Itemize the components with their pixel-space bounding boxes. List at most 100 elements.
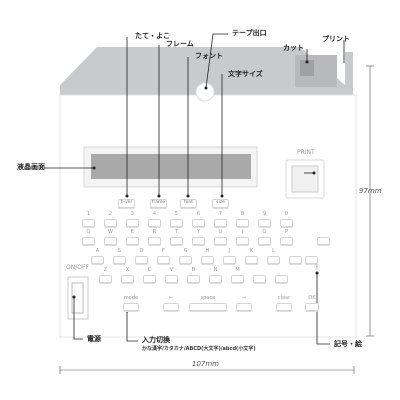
label-power: 電源 <box>87 335 101 343</box>
lcd-screen <box>91 154 251 179</box>
key-v[interactable] <box>165 275 178 283</box>
callout-lines <box>44 33 345 345</box>
symbol-key-icon: Ⓑ <box>314 265 320 271</box>
key-legend: P <box>284 229 288 235</box>
key-9[interactable] <box>258 219 271 227</box>
key-space[interactable] <box>189 303 227 311</box>
label-moji-size: 文字サイズ <box>228 70 263 78</box>
onoff-switch-inner <box>71 282 84 314</box>
key-6[interactable] <box>192 219 205 227</box>
key-c[interactable] <box>143 275 156 283</box>
key-l[interactable] <box>267 256 280 264</box>
key-legend: F <box>162 248 165 254</box>
key-legend: 9 <box>262 211 267 217</box>
key-legend: O <box>262 229 267 235</box>
key-legend: 3 <box>130 211 135 217</box>
key-m[interactable] <box>231 275 244 283</box>
label-lcd: 液晶画面 <box>17 163 45 171</box>
key-legend: V <box>169 267 174 273</box>
key-legend: 0 <box>284 211 289 217</box>
func-button-label: size <box>216 200 225 205</box>
key-h[interactable] <box>201 256 214 264</box>
func-button-hver[interactable] <box>118 199 135 208</box>
key-k[interactable] <box>245 256 258 264</box>
key-b[interactable] <box>187 275 200 283</box>
key-legend: ← <box>168 295 174 301</box>
key-legend: I <box>241 229 244 235</box>
key-ok[interactable] <box>305 303 319 311</box>
key-legend: C <box>147 267 152 273</box>
key-n[interactable] <box>209 275 222 283</box>
key-r3-7[interactable] <box>253 275 266 283</box>
key-legend: E <box>130 229 135 235</box>
key-left-arrow[interactable] <box>163 303 179 311</box>
func-button-frame[interactable] <box>150 199 167 208</box>
label-input-switch-sub: かな漢字/カタカナ/ABCD(大文字)/abcd(小文字) <box>142 346 256 352</box>
key-row2-extra[interactable] <box>317 237 330 245</box>
key-legend: clear <box>277 295 291 301</box>
key-7[interactable] <box>214 219 227 227</box>
key-4[interactable] <box>148 219 161 227</box>
key-mode[interactable] <box>123 303 139 311</box>
key-g[interactable] <box>179 256 192 264</box>
label-print: プリント <box>322 35 350 43</box>
key-r[interactable] <box>148 237 161 245</box>
key-t[interactable] <box>170 237 183 245</box>
key-o[interactable] <box>258 237 271 245</box>
key-i[interactable] <box>236 237 249 245</box>
key-r3-8[interactable] <box>275 275 288 283</box>
device-body <box>59 94 357 338</box>
label-symbol: 記号・絵 <box>334 340 362 348</box>
key-e[interactable] <box>126 237 139 245</box>
key-legend: Y <box>196 229 201 235</box>
print-button-inner <box>291 165 319 193</box>
key-legend: 7 <box>218 211 223 217</box>
label-input-switch: 入力切換 <box>142 336 170 344</box>
key-8[interactable] <box>236 219 249 227</box>
key-q[interactable] <box>82 237 95 245</box>
key-d[interactable] <box>135 256 148 264</box>
onoff-text: ON/OFF <box>66 264 89 271</box>
func-button-size[interactable] <box>212 199 229 208</box>
key-legend: Q <box>86 229 91 235</box>
func-button-label: frame <box>151 200 166 205</box>
key-1[interactable] <box>82 219 95 227</box>
key-f[interactable] <box>157 256 170 264</box>
key-2[interactable] <box>104 219 117 227</box>
width-dimension: 107mm <box>192 360 219 368</box>
key-z[interactable] <box>99 275 112 283</box>
key-legend: B <box>191 267 196 273</box>
func-button-label: h-ver <box>120 200 133 205</box>
key-clear[interactable] <box>276 303 292 311</box>
key-a[interactable] <box>91 256 104 264</box>
key-y[interactable] <box>192 237 205 245</box>
key-w[interactable] <box>104 237 117 245</box>
key-r2-9[interactable] <box>289 256 302 264</box>
cut-button <box>300 60 314 76</box>
key-right-arrow[interactable] <box>236 303 252 311</box>
key-legend: 2 <box>108 211 113 217</box>
key-legend: R <box>152 229 157 235</box>
key-legend: 8 <box>240 211 245 217</box>
key-x[interactable] <box>121 275 134 283</box>
height-dimension: 97mm <box>359 187 382 195</box>
label-frame: フレーム <box>166 40 194 48</box>
key-u[interactable] <box>214 237 227 245</box>
key-3[interactable] <box>126 219 139 227</box>
key-legend: T <box>174 229 179 235</box>
label-tape-exit: テープ出口 <box>232 29 267 37</box>
key-5[interactable] <box>170 219 183 227</box>
key-legend: 4 <box>152 211 157 217</box>
key-legend: X <box>125 267 130 273</box>
roof-shape <box>60 47 353 95</box>
key-s[interactable] <box>113 256 126 264</box>
key-legend: N <box>213 267 218 273</box>
key-p[interactable] <box>280 237 293 245</box>
key-legend: M <box>235 267 240 273</box>
key-0[interactable] <box>280 219 293 227</box>
key-j[interactable] <box>223 256 236 264</box>
key-row3-extra[interactable] <box>305 256 318 264</box>
func-button-font[interactable] <box>180 199 197 208</box>
tape-exit-circle <box>195 82 215 102</box>
